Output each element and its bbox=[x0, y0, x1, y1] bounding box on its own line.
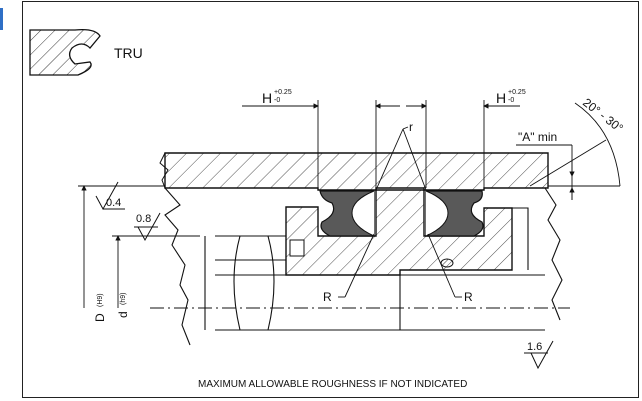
groove-width-right-tol-upper: +0.25 bbox=[508, 89, 526, 96]
chamfer-angle-label: 20° - 30° bbox=[580, 95, 626, 135]
groove-width-left-tol-upper: +0.25 bbox=[274, 89, 292, 96]
drawing-frame bbox=[22, 1, 639, 398]
rod-diameter-symbol: d bbox=[116, 311, 130, 318]
rod bbox=[164, 187, 563, 346]
radius-right-label: R bbox=[464, 290, 473, 304]
groove-width-right-symbol: H bbox=[496, 90, 506, 106]
radius-left-label: R bbox=[323, 290, 332, 304]
groove-width-left-dimension bbox=[242, 100, 400, 188]
roughness-general-value: 1.6 bbox=[527, 341, 542, 353]
rod-diameter-fit: (h9) bbox=[120, 293, 127, 305]
o-ring bbox=[440, 258, 454, 268]
accent-bar bbox=[0, 8, 3, 30]
seal-right bbox=[425, 190, 484, 237]
radius-small-leader bbox=[375, 126, 427, 191]
chamfer-angle-dimension bbox=[529, 102, 621, 187]
groove-width-left-symbol: H bbox=[262, 90, 272, 106]
seal-left bbox=[319, 190, 375, 237]
footer-note: MAXIMUM ALLOWABLE ROUGHNESS IF NOT INDIC… bbox=[198, 379, 467, 390]
housing bbox=[159, 152, 549, 191]
radius-small-label: r bbox=[409, 120, 413, 134]
roughness-rod-value: 0.8 bbox=[136, 213, 151, 225]
svg-text:D (H9): D (H9) bbox=[93, 293, 107, 322]
groove-width-right-tol-lower: -0 bbox=[508, 97, 514, 104]
roughness-symbol-bore bbox=[95, 181, 125, 211]
radius-right-leader bbox=[427, 233, 462, 298]
bore-diameter-symbol: D bbox=[93, 313, 107, 322]
profile-section-icon bbox=[29, 28, 101, 76]
roughness-bore-value: 0.4 bbox=[106, 197, 121, 209]
bore-diameter-fit: (H9) bbox=[97, 293, 104, 307]
chamfer-length-dimension bbox=[516, 144, 575, 200]
bore-diameter-dimension bbox=[81, 185, 121, 308]
groove-width-left-tol-lower: -0 bbox=[274, 97, 280, 104]
groove-width-right-dimension bbox=[406, 100, 520, 188]
piston-body bbox=[285, 189, 513, 276]
radius-left-leader bbox=[338, 233, 375, 298]
roughness-symbol-rod bbox=[134, 212, 161, 242]
profile-code: TRU bbox=[114, 45, 143, 61]
chamfer-length-label: "A" min bbox=[518, 130, 557, 144]
svg-text:d (h9): d (h9) bbox=[116, 293, 130, 318]
roughness-symbol-general bbox=[524, 340, 554, 370]
